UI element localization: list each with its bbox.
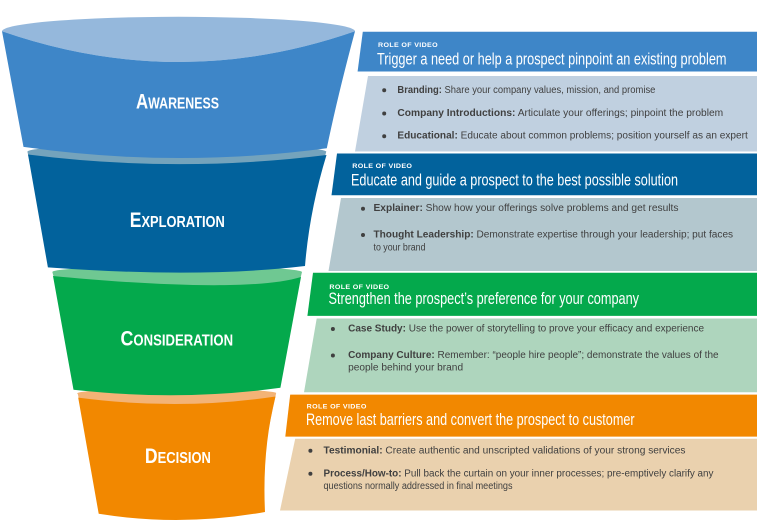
svg-text:Company Culture: Remember: “pe: Company Culture: Remember: “people hire … xyxy=(348,350,719,361)
svg-text:Educational: Educate about com: Educational: Educate about common proble… xyxy=(397,130,748,141)
svg-text:to your brand: to your brand xyxy=(374,242,426,253)
svg-text:ROLE OF VIDEO: ROLE OF VIDEO xyxy=(378,42,438,49)
svg-text:Thought Leadership: Demonstrat: Thought Leadership: Demonstrate expertis… xyxy=(374,229,734,240)
svg-text:Trigger a need or help a prosp: Trigger a need or help a prospect pinpoi… xyxy=(377,51,727,69)
svg-text:Explainer: Show how your offer: Explainer: Show how your offerings solve… xyxy=(374,203,679,214)
svg-text:Process/How-to: Pull back the: Process/How-to: Pull back the curtain on… xyxy=(324,469,714,480)
svg-text:Remove last barriers and conve: Remove last barriers and convert the pro… xyxy=(306,411,635,429)
svg-text:Company Introductions: Articul: Company Introductions: Articulate your o… xyxy=(397,108,723,119)
svg-text:ROLE OF VIDEO: ROLE OF VIDEO xyxy=(329,284,389,291)
svg-text:Strengthen the prospect’s pref: Strengthen the prospect’s preference for… xyxy=(329,290,640,308)
svg-text:ROLE OF VIDEO: ROLE OF VIDEO xyxy=(307,404,367,411)
svg-text:Branding: Share your company v: Branding: Share your company values, mis… xyxy=(397,85,655,96)
svg-text:Case Study: Use the power of s: Case Study: Use the power of storytellin… xyxy=(348,324,704,335)
svg-text:Educate and guide a prospect t: Educate and guide a prospect to the best… xyxy=(351,172,678,190)
svg-text:Testimonial: Create authentic: Testimonial: Create authentic and unscri… xyxy=(324,446,686,457)
svg-text:people behind your brand: people behind your brand xyxy=(348,362,463,373)
svg-text:questions normally addressed i: questions normally addressed in final me… xyxy=(324,481,513,492)
svg-text:ROLE OF VIDEO: ROLE OF VIDEO xyxy=(352,163,412,170)
